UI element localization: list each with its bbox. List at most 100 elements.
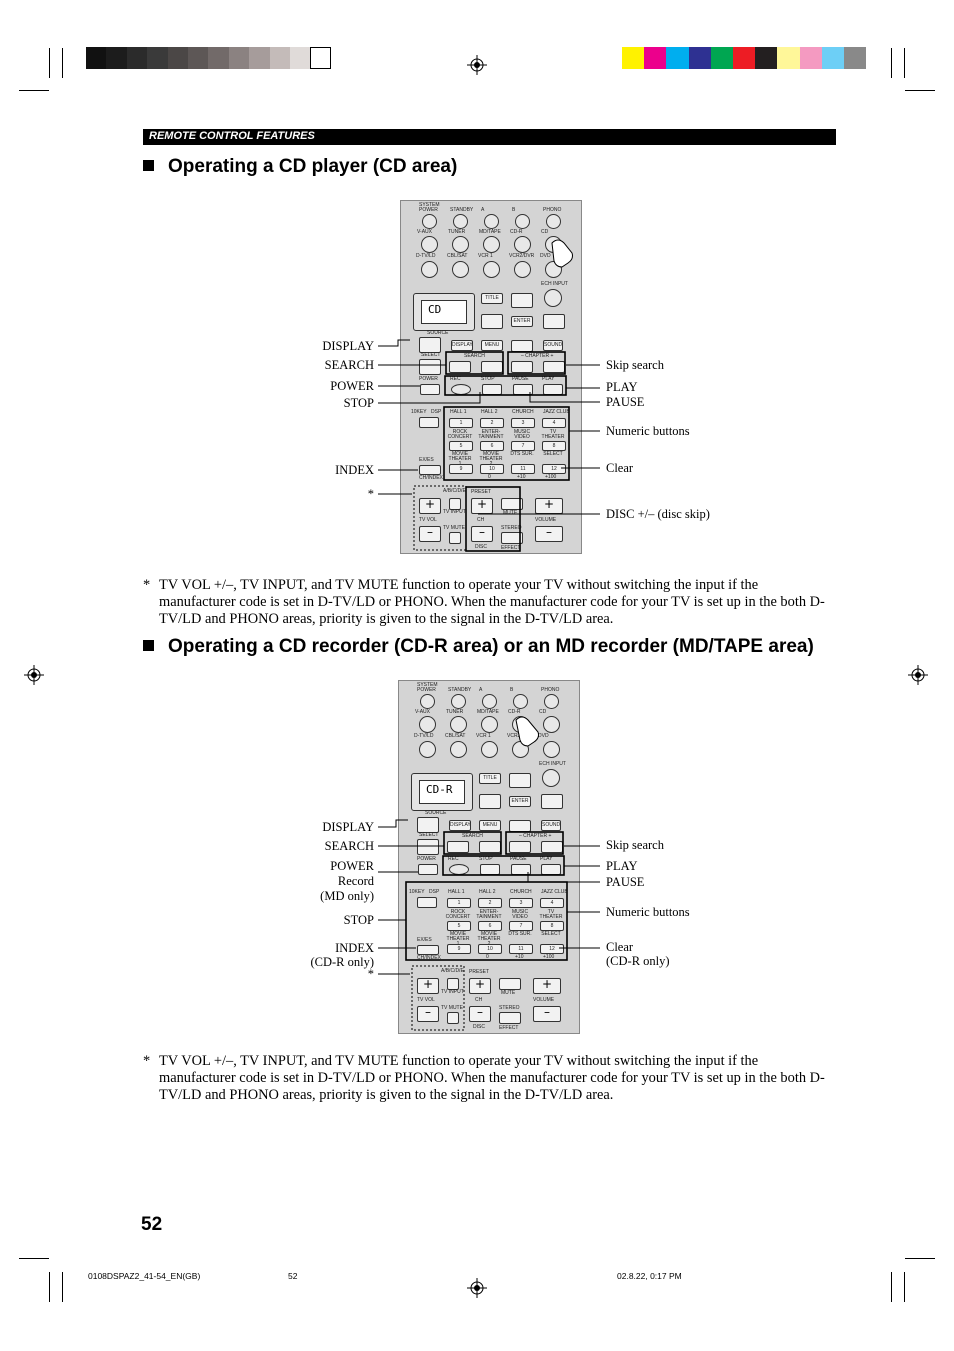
ech-input-button[interactable] bbox=[544, 289, 562, 307]
source-button[interactable] bbox=[513, 694, 528, 709]
source-button[interactable] bbox=[543, 716, 560, 733]
cursor-left-button[interactable] bbox=[479, 794, 501, 809]
number-button[interactable]: 2 bbox=[478, 898, 502, 908]
transport-button[interactable] bbox=[420, 384, 440, 395]
source-button[interactable] bbox=[514, 236, 531, 253]
cursor-right-button[interactable] bbox=[543, 314, 565, 329]
number-button[interactable]: 12 bbox=[542, 464, 566, 474]
number-button[interactable]: 1 bbox=[449, 418, 473, 428]
tenkey-switch[interactable] bbox=[417, 897, 437, 908]
source-button[interactable] bbox=[481, 741, 498, 758]
tv-vol-up-button[interactable]: + bbox=[419, 497, 441, 514]
enter-button[interactable]: ENTER bbox=[511, 316, 533, 327]
number-button[interactable]: 6 bbox=[480, 441, 504, 451]
source-button[interactable] bbox=[450, 741, 467, 758]
number-button[interactable]: 12 bbox=[540, 944, 564, 954]
tv-mute-button[interactable] bbox=[449, 532, 461, 544]
title-button[interactable]: TITLE bbox=[479, 773, 501, 784]
cursor-up-button[interactable] bbox=[509, 773, 531, 788]
tenkey-switch[interactable] bbox=[419, 417, 439, 428]
number-button[interactable]: 4 bbox=[540, 898, 564, 908]
display-button[interactable]: DISPLAY bbox=[451, 340, 473, 351]
source-button[interactable] bbox=[543, 741, 560, 758]
number-button[interactable]: 11 bbox=[511, 464, 535, 474]
number-button[interactable]: 1 bbox=[447, 898, 471, 908]
stereo-button[interactable] bbox=[499, 1012, 521, 1024]
volume-up-button[interactable]: + bbox=[533, 977, 561, 994]
source-button[interactable] bbox=[482, 694, 497, 709]
source-button[interactable] bbox=[481, 716, 498, 733]
sound-button[interactable]: SOUND bbox=[541, 820, 561, 831]
tv-input-button[interactable] bbox=[447, 978, 459, 990]
tv-input-button[interactable] bbox=[449, 498, 461, 510]
tv-vol-up-button[interactable]: + bbox=[417, 977, 439, 994]
number-button[interactable]: 6 bbox=[478, 921, 502, 931]
source-button[interactable] bbox=[450, 716, 467, 733]
source-up-button[interactable] bbox=[419, 337, 441, 353]
number-button[interactable]: 5 bbox=[449, 441, 473, 451]
enter-button[interactable]: ENTER bbox=[509, 796, 531, 807]
volume-down-button[interactable]: – bbox=[533, 1005, 561, 1022]
exes-button[interactable] bbox=[417, 945, 439, 955]
source-button[interactable] bbox=[422, 214, 437, 229]
source-button[interactable] bbox=[514, 261, 531, 278]
number-button[interactable]: 4 bbox=[542, 418, 566, 428]
source-button[interactable] bbox=[421, 261, 438, 278]
title-button[interactable]: TITLE bbox=[481, 293, 503, 304]
ech-input-button[interactable] bbox=[542, 769, 560, 787]
number-button[interactable]: 9 bbox=[449, 464, 473, 474]
source-button[interactable] bbox=[453, 214, 468, 229]
tv-mute-button[interactable] bbox=[447, 1012, 459, 1024]
volume-down-button[interactable]: – bbox=[535, 525, 563, 542]
source-button[interactable] bbox=[421, 236, 438, 253]
cursor-right-button[interactable] bbox=[541, 794, 563, 809]
search-back-button[interactable] bbox=[449, 361, 471, 373]
source-up-button[interactable] bbox=[417, 817, 439, 833]
stereo-button[interactable] bbox=[501, 532, 523, 544]
source-button[interactable] bbox=[515, 214, 530, 229]
source-button[interactable] bbox=[419, 741, 436, 758]
sound-button[interactable]: SOUND bbox=[543, 340, 563, 351]
search-back-button[interactable] bbox=[447, 841, 469, 853]
cursor-up-button[interactable] bbox=[511, 293, 533, 308]
ch-down-button[interactable]: – bbox=[471, 525, 493, 542]
menu-button[interactable]: MENU bbox=[479, 820, 501, 831]
source-button[interactable] bbox=[419, 716, 436, 733]
number-button[interactable]: 9 bbox=[447, 944, 471, 954]
exes-button[interactable] bbox=[419, 465, 441, 475]
number-button[interactable]: 10 bbox=[480, 464, 504, 474]
tv-vol-down-button[interactable]: – bbox=[417, 1005, 439, 1022]
number-button[interactable]: 5 bbox=[447, 921, 471, 931]
source-down-button[interactable] bbox=[417, 839, 439, 855]
mute-button[interactable] bbox=[501, 498, 523, 510]
source-button[interactable] bbox=[452, 236, 469, 253]
number-button[interactable]: 8 bbox=[540, 921, 564, 931]
skip-back-button[interactable] bbox=[511, 361, 533, 373]
menu-button[interactable]: MENU bbox=[481, 340, 503, 351]
number-button[interactable]: 7 bbox=[509, 921, 533, 931]
source-button[interactable] bbox=[452, 261, 469, 278]
ch-up-button[interactable]: + bbox=[469, 977, 491, 994]
display-button[interactable]: DISPLAY bbox=[449, 820, 471, 831]
tv-vol-down-button[interactable]: – bbox=[419, 525, 441, 542]
number-button[interactable]: 8 bbox=[542, 441, 566, 451]
number-button[interactable]: 3 bbox=[509, 898, 533, 908]
source-button[interactable] bbox=[544, 694, 559, 709]
source-button[interactable] bbox=[420, 694, 435, 709]
cursor-left-button[interactable] bbox=[481, 314, 503, 329]
number-button[interactable]: 2 bbox=[480, 418, 504, 428]
mute-button[interactable] bbox=[499, 978, 521, 990]
source-button[interactable] bbox=[546, 214, 561, 229]
number-button[interactable]: 3 bbox=[511, 418, 535, 428]
source-button[interactable] bbox=[484, 214, 499, 229]
source-button[interactable] bbox=[483, 236, 500, 253]
skip-back-button[interactable] bbox=[509, 841, 531, 853]
number-button[interactable]: 11 bbox=[509, 944, 533, 954]
number-button[interactable]: 7 bbox=[511, 441, 535, 451]
transport-button[interactable] bbox=[418, 864, 438, 875]
ch-down-button[interactable]: – bbox=[469, 1005, 491, 1022]
source-button[interactable] bbox=[483, 261, 500, 278]
source-down-button[interactable] bbox=[419, 359, 441, 375]
number-button[interactable]: 10 bbox=[478, 944, 502, 954]
source-button[interactable] bbox=[451, 694, 466, 709]
